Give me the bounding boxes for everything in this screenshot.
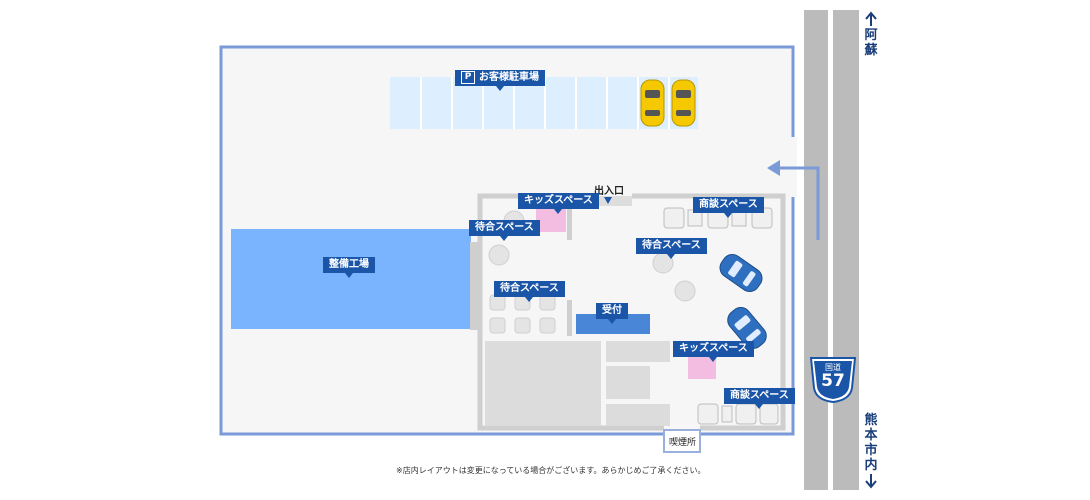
workshop-label: 整備工場 <box>323 257 375 278</box>
route-shield-icon <box>809 357 857 404</box>
kids-label-top: キッズスペース <box>518 193 599 214</box>
road-south-label: 熊本市内 <box>864 413 878 473</box>
meeting-tables <box>663 207 773 229</box>
road-north-label: 阿蘇 <box>864 28 878 58</box>
layout-note: ※店内レイアウトは変更になっている場合がございます。あらかじめご了承ください。 <box>396 466 706 475</box>
road <box>804 10 859 490</box>
entrance-door <box>590 196 632 206</box>
kids-label-bottom: キッズスペース <box>673 341 754 362</box>
route-number: 57 <box>821 371 845 391</box>
reception-desk <box>576 314 650 334</box>
waiting-label-left: 待合スペース <box>469 220 540 241</box>
entrance-arrow-icon <box>604 197 612 204</box>
blue-car-icon <box>727 307 767 349</box>
blue-car-icon <box>719 253 763 293</box>
meeting-label-bottom: 商談スペース <box>724 388 795 409</box>
parking-badge-icon: P <box>461 71 475 84</box>
yellow-car-icon <box>671 79 696 127</box>
entry-path-arrow <box>767 160 820 240</box>
waiting-label-mid: 待合スペース <box>494 281 565 302</box>
yellow-car-icon <box>640 79 665 127</box>
north-arrow-icon <box>865 11 877 26</box>
reception-label: 受付 <box>596 303 628 324</box>
workshop-area <box>231 229 471 329</box>
meeting-label-top: 商談スペース <box>693 197 764 218</box>
service-rooms <box>485 341 670 426</box>
south-arrow-icon <box>865 474 877 489</box>
smoking-label: 喫煙所 <box>669 438 697 448</box>
meeting-tables <box>697 403 779 425</box>
route-label: 国道 <box>825 363 841 372</box>
entrance-label: 出入口 <box>594 186 624 197</box>
waiting-label-center: 待合スペース <box>636 238 707 259</box>
smoking-area <box>663 429 701 453</box>
